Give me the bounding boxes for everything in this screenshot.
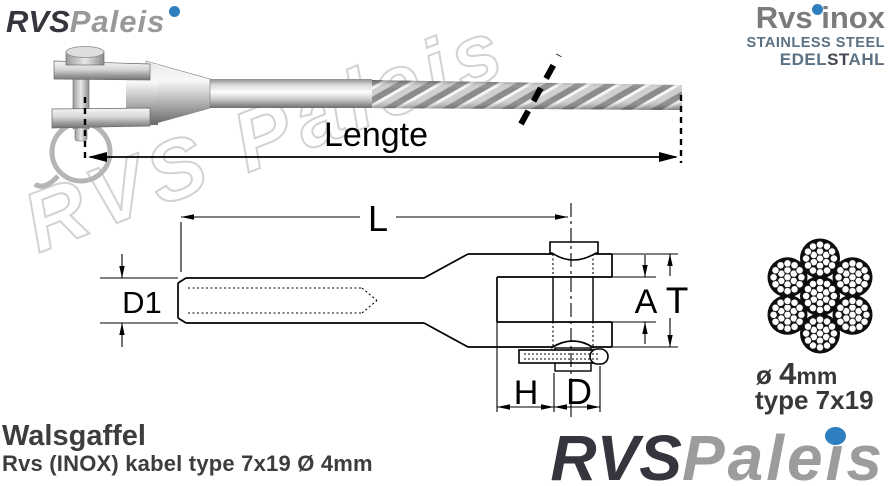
- fork-lower-jaw: [51, 107, 151, 129]
- dim-d: [553, 366, 601, 412]
- label-a: A: [635, 283, 658, 321]
- cable: [368, 80, 682, 110]
- lengte-label: Lengte: [324, 116, 428, 154]
- rope-cross-section: [767, 238, 873, 354]
- logo-bottom-right: RVSPaleis: [550, 421, 885, 486]
- technical-drawing: [177, 241, 613, 372]
- label-l: L: [368, 198, 388, 239]
- dim-d1: [100, 254, 178, 347]
- fork-upper-jaw: [53, 60, 151, 81]
- product-photo: [33, 46, 682, 189]
- dim-t: [612, 253, 678, 348]
- swage-tube: [206, 79, 372, 108]
- label-d: D: [566, 371, 592, 412]
- drawing-fork: [468, 253, 613, 348]
- logo-bottom-paleis: Paleis: [681, 422, 885, 486]
- logo-top-right-line2: STAINLESS STEEL: [746, 34, 885, 51]
- cable-break-mark: [518, 53, 562, 126]
- drawing-pin: [549, 241, 599, 347]
- dim-h: [496, 322, 554, 412]
- rope-diameter-caption: ø 4mm: [756, 356, 838, 391]
- logo-top-left-paleis: Paleis: [69, 4, 166, 39]
- inox-blue-dot-icon: [812, 4, 823, 15]
- product-description: Rvs (INOX) kabel type 7x19 Ø 4mm: [2, 451, 373, 476]
- drawing-retainer: [518, 340, 609, 372]
- logo-bottom-rvs: RVS: [550, 422, 682, 486]
- label-t: T: [666, 280, 689, 321]
- drawing-dimensions: [100, 203, 678, 420]
- logo-bottom-blue-dot-icon: [825, 427, 846, 445]
- dim-a: [612, 255, 656, 344]
- pin-head: [65, 46, 105, 66]
- logo-top-right-line3: EDELSTAHL: [779, 49, 885, 69]
- dim-lengte: Lengte: [83, 53, 683, 163]
- logo-top-left-rvs: RVS: [6, 4, 70, 39]
- logo-top-left: RVSPaleis: [6, 4, 165, 40]
- label-h: H: [514, 374, 539, 412]
- product-name: Walsgaffel: [2, 420, 146, 452]
- logo-blue-dot-icon: [169, 6, 180, 17]
- rope-type-caption: type 7x19: [755, 385, 874, 415]
- drawing-tube: [177, 277, 424, 324]
- dim-l: [180, 214, 568, 272]
- dimension-labels: L D1 A T H D: [122, 198, 688, 412]
- label-d1: D1: [122, 285, 162, 320]
